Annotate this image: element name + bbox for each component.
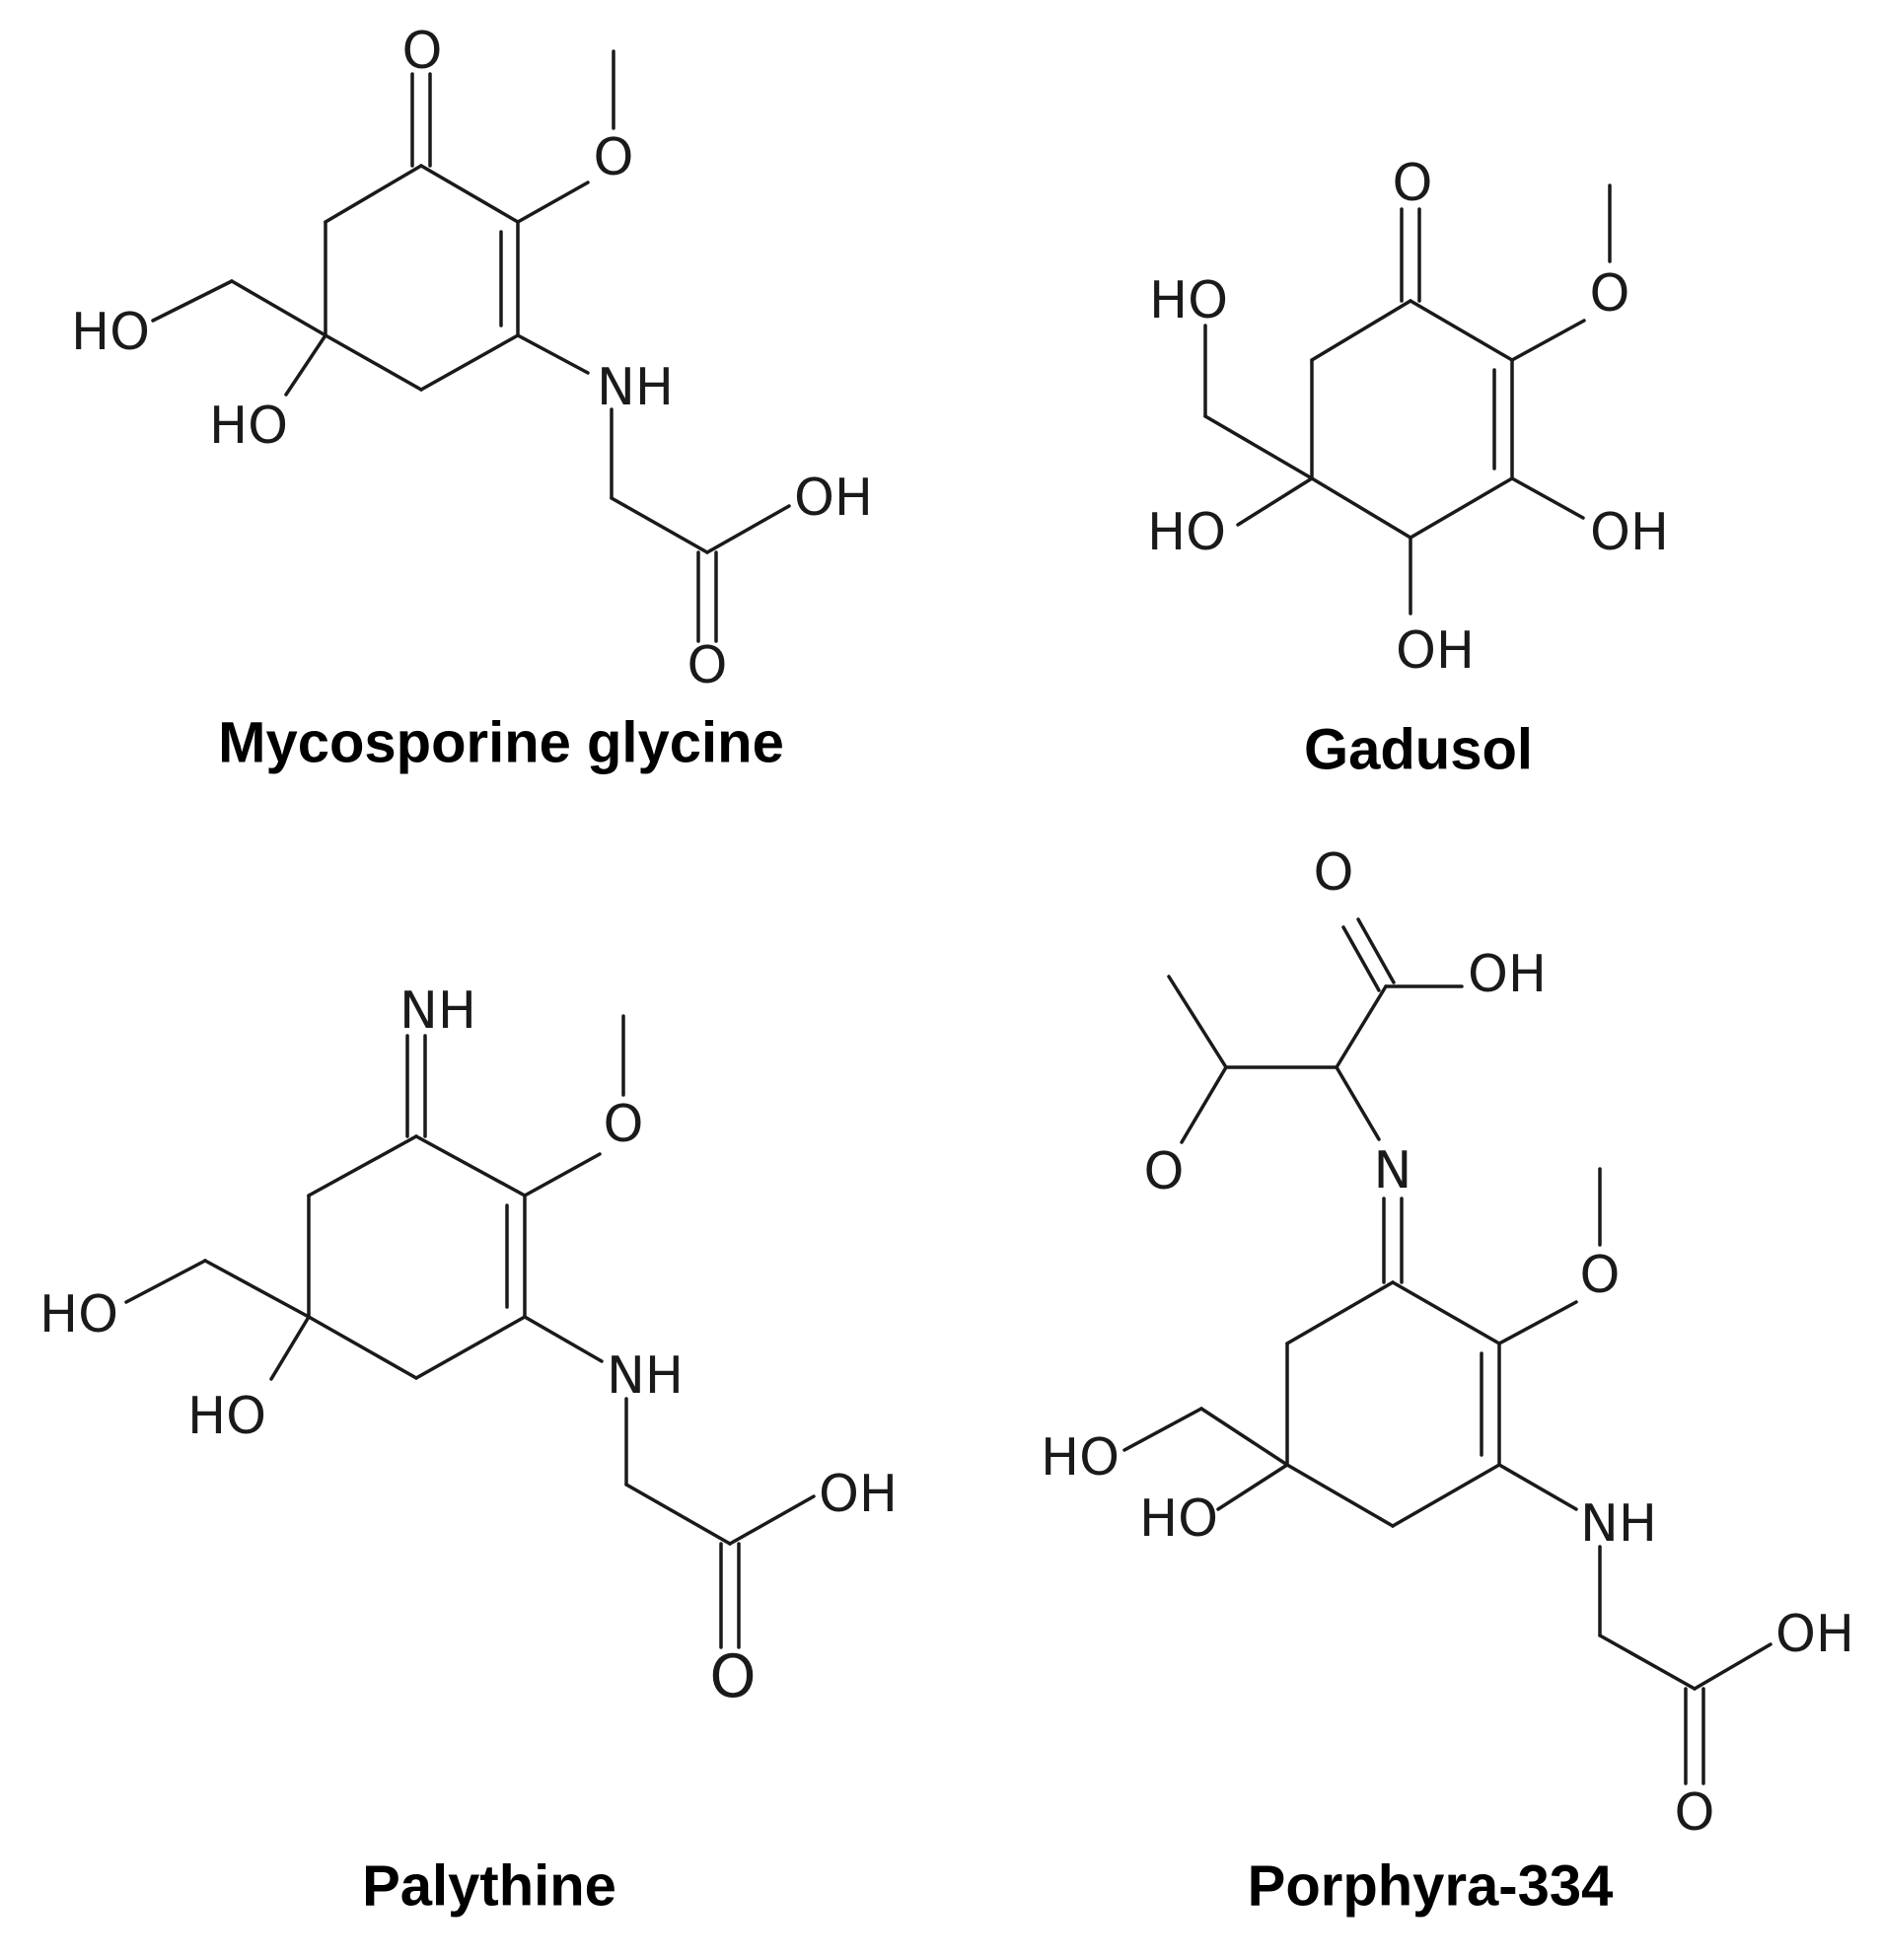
atom-labels: NH O HO HO NH OH O	[39, 981, 898, 1711]
molecule-name: Mycosporine glycine	[218, 711, 784, 775]
atom-n: N	[1374, 1141, 1412, 1200]
atom-o: O	[402, 22, 443, 81]
bonds	[1122, 917, 1772, 1785]
molecule-porphyra-334: O OH O N O HO HO NH OH O Porphyra-334	[1041, 843, 1854, 1919]
molecule-name: Palythine	[362, 1854, 616, 1919]
atom-ho: HO	[1147, 503, 1226, 562]
atom-ho: HO	[1149, 271, 1228, 330]
atom-o: O	[1675, 1783, 1715, 1843]
atom-ho: HO	[71, 303, 150, 362]
atom-o: O	[1144, 1142, 1185, 1201]
atom-ho: HO	[1041, 1428, 1120, 1488]
molecule-gadusol: O O HO HO OH OH Gadusol	[1147, 154, 1669, 782]
atom-nh: NH	[1580, 1494, 1657, 1554]
atom-ho: HO	[209, 397, 288, 456]
molecule-palythine: NH O HO HO NH OH O Palythine	[39, 981, 898, 1919]
atom-oh: OH	[1590, 503, 1669, 562]
atom-o: O	[1580, 1246, 1621, 1305]
atom-oh: OH	[1468, 945, 1547, 1004]
atom-o: O	[1393, 154, 1433, 213]
atom-ho: HO	[1139, 1489, 1218, 1549]
atom-o: O	[1590, 264, 1630, 324]
molecule-mycosporine-glycine: O O HO HO NH OH O Mycosporine glycine	[71, 22, 873, 775]
atom-labels: O O HO HO NH OH O	[71, 22, 873, 695]
atom-oh: OH	[1775, 1605, 1854, 1664]
molecule-name: Gadusol	[1304, 718, 1533, 782]
atom-labels: O O HO HO OH OH	[1147, 154, 1669, 681]
atom-o: O	[687, 636, 728, 695]
atom-o: O	[709, 1642, 756, 1711]
atom-oh: OH	[1396, 621, 1475, 681]
bonds	[151, 49, 791, 643]
atom-nh: NH	[597, 358, 674, 417]
bonds	[1203, 183, 1612, 616]
molecule-name: Porphyra-334	[1248, 1854, 1614, 1919]
atom-o: O	[594, 128, 634, 187]
atom-ho: HO	[39, 1285, 118, 1344]
atom-nh: NH	[399, 981, 476, 1041]
bonds	[124, 1014, 816, 1649]
atom-oh: OH	[794, 469, 873, 528]
atom-ho: HO	[187, 1387, 266, 1446]
atom-oh: OH	[819, 1465, 898, 1524]
atom-o: O	[604, 1095, 644, 1154]
atom-nh: NH	[607, 1346, 684, 1406]
atom-labels: O OH O N O HO HO NH OH O	[1041, 843, 1854, 1843]
atom-o: O	[1314, 843, 1354, 903]
